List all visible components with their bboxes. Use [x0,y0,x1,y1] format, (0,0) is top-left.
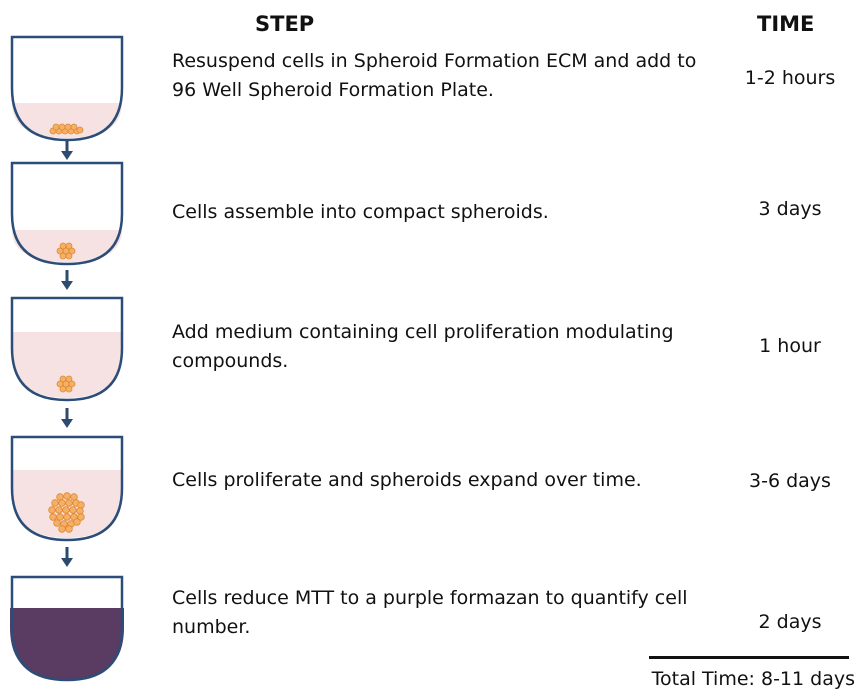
well-outline [10,575,124,682]
step-1-text: Resuspend cells in Spheroid Formation EC… [172,50,697,101]
spheroid [56,242,76,260]
medium-layer [12,332,122,398]
step-4-time: 3-6 days [749,470,831,492]
well-step-4 [10,435,124,542]
total-rule [649,656,849,659]
well-step-5 [10,575,124,682]
step-3-time: 1 hour [759,335,821,357]
total-time-value: 8-11 days [760,668,855,690]
step-4-text: Cells proliferate and spheroids expand o… [172,469,642,491]
formazan-fill [10,608,124,680]
arrow-2 [61,270,73,290]
time-column-header: TIME [757,12,815,36]
arrow-4 [61,547,73,567]
well-step-1 [10,35,124,142]
ecm-layer [12,103,122,138]
spheroid [56,375,76,393]
well-outline [10,161,124,266]
step-column-header: STEP [255,12,315,36]
arrow-1 [61,141,73,160]
arrow-3 [61,408,73,428]
step-2-time: 3 days [758,198,822,220]
well-outline [10,35,124,142]
total-time-label: Total Time: [651,668,755,690]
well-outline [10,435,124,542]
well-step-3 [10,296,124,402]
cell-cluster [49,123,84,135]
step-2-text: Cells assemble into compact spheroids. [172,201,549,223]
expanded-spheroid [48,492,85,533]
step-1-time: 1-2 hours [744,67,836,89]
step-3-text: Add medium containing cell proliferation… [172,321,674,372]
step-5-time: 2 days [758,611,822,633]
well-step-2 [10,161,124,266]
step-5-text: Cells reduce MTT to a purple formazan to… [172,587,688,638]
total-time: Total Time: 8-11 days [652,668,855,690]
well-diagram-column [10,35,124,682]
well-outline [10,296,124,402]
